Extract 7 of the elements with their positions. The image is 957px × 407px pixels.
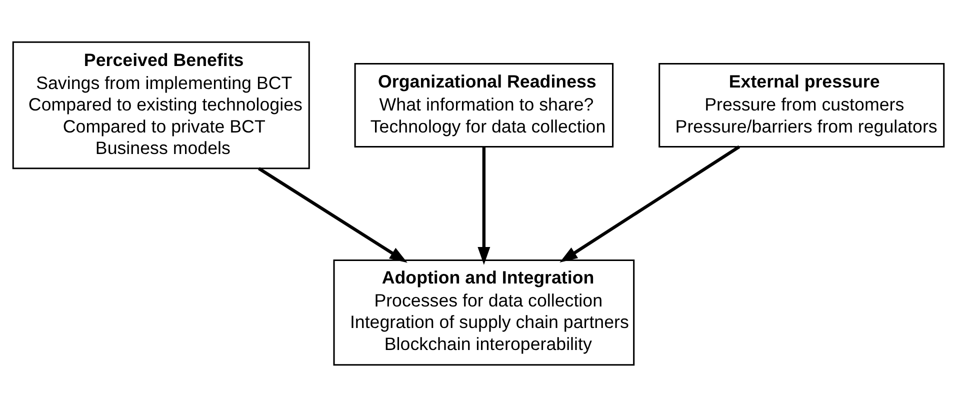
arrow [560, 145, 740, 263]
node-box: External pressure Pressure from customers Pressure/barriers from regulators [658, 63, 945, 148]
arrow [258, 167, 408, 263]
node-box: Adoption and Integration Processes for data collection Integration of supply chain partners Blockchain interoperability [333, 260, 635, 366]
node-box: Organizational Readiness What information to share? Technology for data collection [354, 63, 614, 148]
node-box: Perceived Benefits Savings from implementing BCT Compared to existing technologies Compared to private BCT Business models [12, 41, 310, 170]
arrow [478, 147, 490, 265]
